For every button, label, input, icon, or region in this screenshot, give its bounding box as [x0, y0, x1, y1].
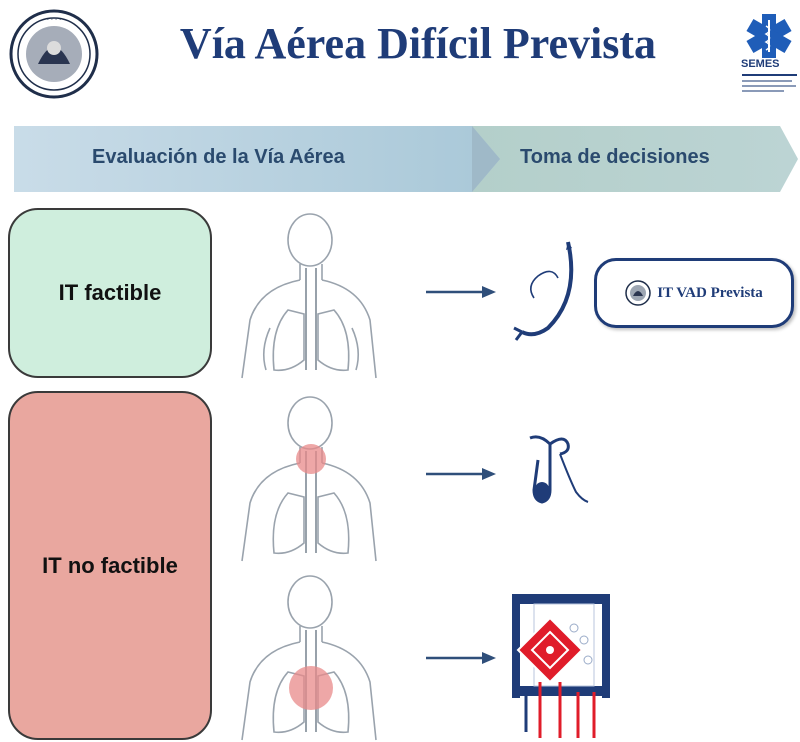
torso-airway-icon: [241, 213, 377, 379]
arrow-right-icon: [426, 652, 496, 664]
torso-trachea-obstruction-icon: [241, 575, 377, 741]
cricothyrotomy-icon: [512, 594, 610, 738]
supraglottic-device-icon: [529, 435, 589, 504]
it-no-factible-box: IT no factible: [8, 391, 212, 740]
it-factible-box: IT factible: [8, 208, 212, 378]
torso-larynx-obstruction-icon: [241, 396, 377, 562]
bougie-tube-icon: [513, 241, 574, 341]
arrow-right-icon: [426, 468, 496, 480]
page-title: Vía Aérea Difícil Prevista: [179, 19, 657, 68]
stage-bar: [14, 126, 798, 192]
semes-wordmark: SEMES: [741, 58, 780, 70]
stage-decisions-label: Toma de decisiones: [520, 146, 710, 168]
it-factible-label: IT factible: [58, 280, 162, 305]
semes-star-of-life-icon: [742, 14, 797, 92]
arrow-right-icon: [426, 286, 496, 298]
trachea-highlight: [289, 666, 333, 710]
stage-evaluation-label: Evaluación de la Vía Aérea: [92, 146, 345, 168]
it-vad-prevista-label: IT VAD Prevista: [657, 284, 763, 301]
university-seal-icon: · · · · · ·: [9, 9, 99, 99]
university-seal-icon: [625, 280, 651, 306]
it-no-factible-label: IT no factible: [42, 552, 178, 578]
larynx-highlight: [296, 444, 326, 474]
svg-text:· · · · · ·: · · · · · ·: [43, 16, 66, 24]
it-vad-prevista-badge[interactable]: IT VAD Prevista: [594, 258, 794, 328]
